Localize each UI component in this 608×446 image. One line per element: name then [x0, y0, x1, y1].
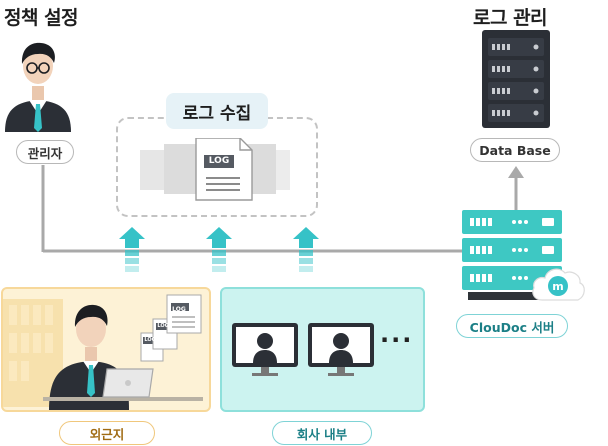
- upload-arrow-3: [293, 227, 319, 272]
- more-indicator: ···: [380, 326, 414, 354]
- log-document-icon: [195, 138, 253, 201]
- external-panel: LOG LOG LOG: [1, 287, 211, 412]
- monitor-icon: [232, 323, 298, 376]
- small-log-label-1: LOG: [172, 306, 186, 313]
- cloud-logo-icon: m: [532, 268, 585, 301]
- log-manage-title: 로그 관리: [473, 7, 548, 29]
- policy-title: 정책 설정: [4, 7, 79, 29]
- database-server-icon: [482, 30, 550, 128]
- monitor-icon: [308, 323, 374, 376]
- remote-worker-scene: [3, 294, 203, 410]
- laptop-icon: [102, 368, 154, 398]
- small-log-label-2: LOG: [157, 323, 169, 329]
- internal-label: 회사 내부: [272, 421, 372, 445]
- log-document-stack: [140, 138, 290, 201]
- db-arrow-head: [508, 166, 524, 178]
- log-collect-title: 로그 수집: [166, 93, 268, 129]
- upload-arrow-1: [119, 227, 145, 272]
- external-label: 외근지: [59, 421, 155, 445]
- admin-label: 관리자: [16, 140, 74, 164]
- monitors: [232, 323, 374, 376]
- internal-panel: [220, 287, 425, 412]
- admin-person-icon: [5, 42, 71, 132]
- upload-arrow-2: [206, 227, 232, 272]
- log-doc-label: LOG: [208, 156, 230, 166]
- svg-text:m: m: [552, 280, 563, 293]
- server-label: ClouDoc 서버: [456, 314, 568, 338]
- small-log-label-3: LOG: [144, 337, 156, 343]
- database-label: Data Base: [470, 138, 560, 162]
